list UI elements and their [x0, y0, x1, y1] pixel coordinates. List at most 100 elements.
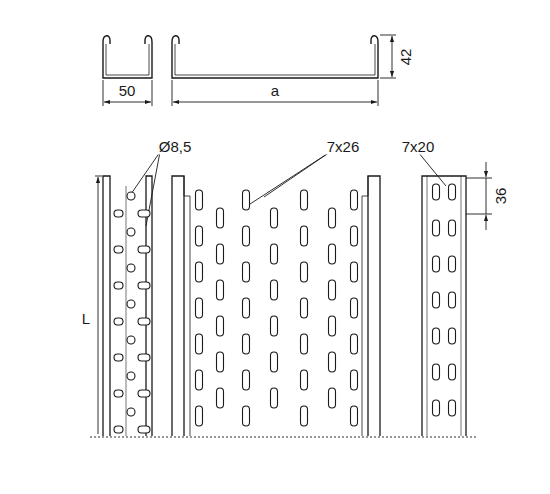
- break-line: [90, 437, 476, 438]
- slot-7x26: [301, 226, 308, 246]
- slot-7x20: [433, 400, 440, 416]
- slot-7x26: [271, 352, 278, 372]
- slot-7x26: [301, 298, 308, 318]
- dimension-height: 42: [397, 47, 414, 68]
- slot-7x26: [351, 370, 358, 390]
- slot-side: [138, 354, 150, 361]
- slot-7x20: [449, 328, 456, 344]
- slot-7x26: [243, 226, 250, 246]
- slot-7x20: [433, 364, 440, 380]
- hole-8-5: [127, 192, 135, 200]
- slot-7x26: [351, 262, 358, 282]
- tray-profile-inner: [175, 44, 375, 75]
- slot-7x26: [196, 334, 203, 354]
- tray-sections: [103, 36, 378, 78]
- slot-7x26: [329, 316, 336, 336]
- slot-7x26: [271, 280, 278, 300]
- slot-7x20: [433, 256, 440, 272]
- slot-7x26: [271, 208, 278, 228]
- slot-7x26: [217, 352, 224, 372]
- slot-side: [114, 354, 123, 361]
- side-profile: [103, 36, 152, 78]
- slot-7x26: [243, 334, 250, 354]
- slot-7x26: [196, 190, 203, 210]
- slot-7x26: [243, 262, 250, 282]
- slot-7x26: [271, 388, 278, 408]
- slot-7x26: [217, 388, 224, 408]
- slot-7x26: [329, 208, 336, 228]
- slot-side: [138, 318, 150, 325]
- hole-8-5: [127, 372, 135, 380]
- dimension-width: 50: [117, 82, 138, 99]
- dimension-length: L: [80, 310, 92, 327]
- slot-7x20: [449, 184, 456, 200]
- slot-size: 7x20: [400, 138, 437, 155]
- slot-7x26: [243, 406, 250, 426]
- slot-side: [138, 390, 150, 397]
- hole-8-5: [127, 264, 135, 272]
- slot-7x26: [217, 316, 224, 336]
- slot-side: [138, 426, 150, 433]
- slot-7x26: [217, 244, 224, 264]
- slot-7x20: [449, 364, 456, 380]
- dimension-pitch: 36: [492, 186, 509, 207]
- hole-8-5: [127, 336, 135, 344]
- end-view: [422, 176, 466, 436]
- slot-7x26: [271, 244, 278, 264]
- slot-side: [138, 246, 150, 253]
- plan-view: [172, 176, 380, 436]
- slot-7x26: [217, 208, 224, 228]
- slot-7x26: [301, 262, 308, 282]
- slot-7x20: [449, 256, 456, 272]
- tray-views: [103, 176, 466, 436]
- slot-size: 7x26: [325, 138, 362, 155]
- slot-7x26: [243, 298, 250, 318]
- tray-profile: [172, 36, 378, 78]
- perforations: [114, 184, 456, 433]
- slot-7x26: [301, 370, 308, 390]
- slot-side: [114, 426, 123, 433]
- dimension-width: a: [269, 82, 281, 99]
- side-profile-inner: [106, 44, 149, 75]
- slot-7x20: [433, 328, 440, 344]
- slot-7x26: [351, 406, 358, 426]
- slot-side: [138, 282, 150, 289]
- slot-7x26: [196, 406, 203, 426]
- slot-side: [138, 210, 150, 217]
- slot-7x26: [196, 226, 203, 246]
- slot-side: [114, 282, 123, 289]
- slot-7x20: [449, 400, 456, 416]
- slot-7x26: [351, 226, 358, 246]
- slot-7x26: [196, 262, 203, 282]
- slot-7x26: [301, 334, 308, 354]
- slot-7x20: [449, 292, 456, 308]
- slot-side: [114, 210, 123, 217]
- hole-8-5: [127, 228, 135, 236]
- slot-7x26: [329, 352, 336, 372]
- slot-7x26: [351, 334, 358, 354]
- slot-side: [114, 390, 123, 397]
- slot-7x26: [196, 370, 203, 390]
- hole-diameter: Ø8,5: [157, 138, 194, 155]
- slot-7x26: [301, 406, 308, 426]
- dimension-lines: [95, 35, 492, 434]
- slot-7x26: [329, 244, 336, 264]
- slot-7x20: [433, 220, 440, 236]
- hole-8-5: [127, 408, 135, 416]
- slot-side: [114, 318, 123, 325]
- slot-7x20: [433, 292, 440, 308]
- slot-7x26: [351, 190, 358, 210]
- slot-7x26: [329, 388, 336, 408]
- slot-7x26: [271, 316, 278, 336]
- slot-7x26: [196, 298, 203, 318]
- slot-7x20: [433, 184, 440, 200]
- slot-side: [114, 246, 123, 253]
- slot-7x26: [243, 370, 250, 390]
- hole-8-5: [127, 300, 135, 308]
- slot-7x26: [243, 190, 250, 210]
- slot-7x26: [217, 280, 224, 300]
- slot-7x20: [449, 220, 456, 236]
- slot-7x26: [329, 280, 336, 300]
